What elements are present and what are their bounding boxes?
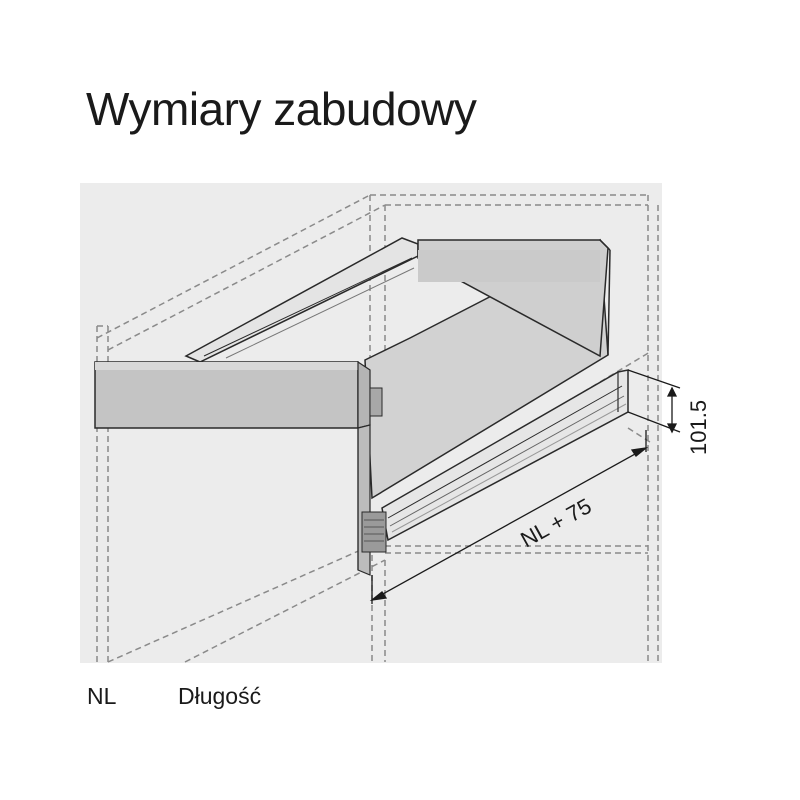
drawer-right-runner [381,369,629,542]
legend-description: Długość [178,683,262,709]
height-dimension [627,369,681,434]
drawer-front-panel [94,361,359,429]
runner-front-bracket [361,511,387,553]
legend-abbreviation: NL [87,683,117,709]
height-dimension-label: 101.5 [686,400,711,455]
page-title: Wymiary zabudowy [86,83,477,135]
length-dimension-label: NL + 75 [516,493,595,552]
length-dimension [369,430,649,604]
drawer-left-side [184,237,419,363]
legend: NL Długość [0,680,800,720]
